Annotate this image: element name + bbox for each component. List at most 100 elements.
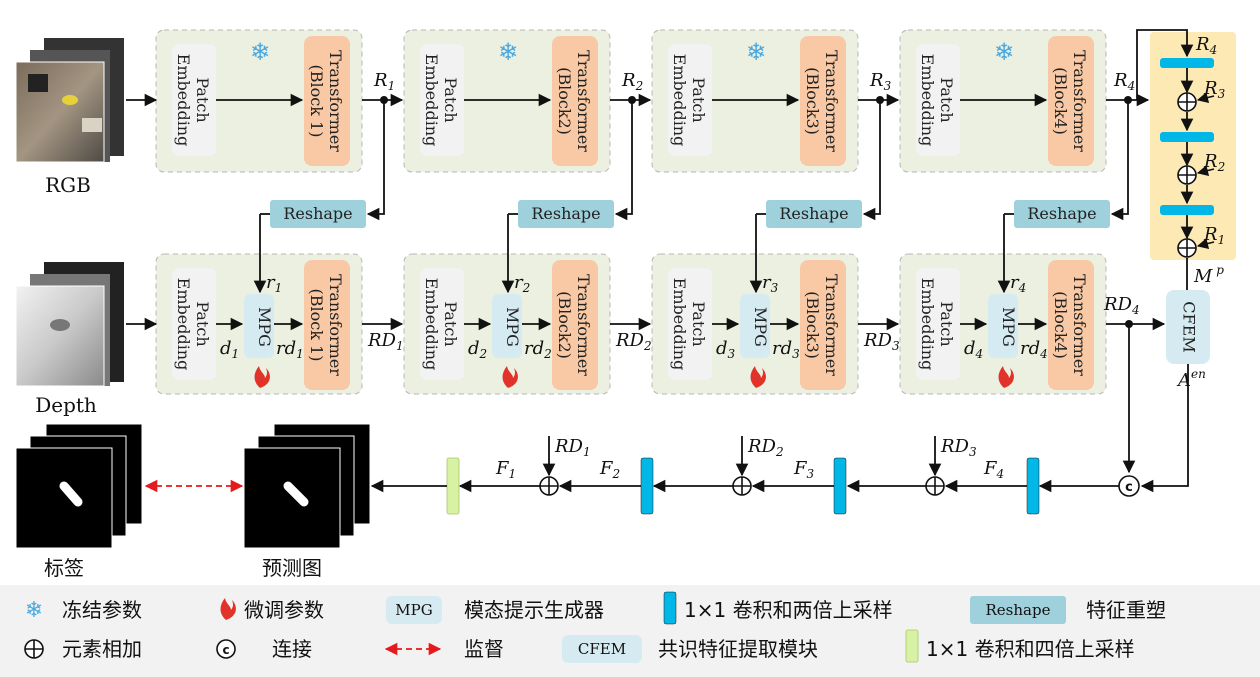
mpg-2 bbox=[492, 294, 522, 358]
rgb-patch-embedding-label-4: PatchEmbedding bbox=[918, 54, 956, 147]
depth-transformer-3 bbox=[800, 260, 846, 390]
concat-legend-icon: c bbox=[216, 639, 236, 659]
r-branch-4 bbox=[1110, 100, 1129, 221]
rgb-input-stack bbox=[15, 38, 124, 163]
reshape-label-3: Reshape bbox=[779, 204, 848, 223]
depth-transformer-1 bbox=[304, 260, 350, 390]
fusion-panel: R4 R3 R2 R1 M p bbox=[1150, 32, 1236, 314]
rgb-transformer-3 bbox=[800, 36, 846, 166]
label-rd3: rd3 bbox=[772, 338, 800, 361]
label-RD4: RD4 bbox=[1103, 294, 1140, 317]
legend-cfem-tag: CFEM bbox=[578, 640, 626, 658]
fusion-R3: R3 bbox=[1203, 78, 1226, 101]
depth-transformer-2 bbox=[552, 260, 598, 390]
depth-transformer-label-1: Transformer(Block 1) bbox=[307, 274, 345, 376]
rgb-transformer-4 bbox=[1048, 36, 1094, 166]
mpg-1 bbox=[244, 294, 274, 358]
ground-truth-stack bbox=[15, 423, 143, 549]
legend-mpg-tag: MPG bbox=[395, 601, 432, 619]
label-r2: r2 bbox=[514, 272, 530, 295]
add-icon bbox=[24, 639, 44, 659]
snowflake-icon: ❄ bbox=[498, 38, 518, 66]
rgb-patch-embedding-label-3: PatchEmbedding bbox=[670, 54, 708, 147]
depth-patch-embedding-3 bbox=[668, 268, 712, 380]
rgb-transformer-label-4: Transformer(Block4) bbox=[1051, 50, 1089, 152]
snowflake-icon: ❄ bbox=[250, 38, 270, 66]
dec-conv-2 bbox=[640, 457, 654, 515]
rgb-transformer-2 bbox=[552, 36, 598, 166]
label-F1: F1 bbox=[495, 458, 516, 481]
legend-conv2x: 1×1 卷积和两倍上采样 bbox=[684, 598, 893, 622]
dec-label-RD3: RD3 bbox=[940, 436, 977, 459]
rgb-patch-embedding-4 bbox=[916, 44, 960, 156]
snowflake-icon: ❄ bbox=[25, 598, 43, 623]
snowflake-icon: ❄ bbox=[994, 38, 1014, 66]
prediction-label: 预测图 bbox=[262, 556, 322, 580]
legend-cfem-desc: 共识特征提取模块 bbox=[658, 637, 818, 661]
legend-conv-green bbox=[905, 629, 919, 663]
fusion-R2: R2 bbox=[1203, 151, 1225, 174]
legend-supervise: 监督 bbox=[464, 637, 504, 661]
fire-icon bbox=[998, 366, 1014, 388]
label-r4: r4 bbox=[1010, 272, 1026, 295]
legend-add: 元素相加 bbox=[62, 637, 142, 661]
dec-conv-3 bbox=[833, 457, 847, 515]
label-R3: R3 bbox=[869, 70, 892, 93]
depth-input-stack bbox=[15, 262, 124, 387]
mpg-label-3: MPG bbox=[751, 307, 770, 347]
mpg-label-2: MPG bbox=[503, 307, 522, 347]
svg-text:c: c bbox=[222, 643, 229, 657]
legend-frozen: 冻结参数 bbox=[62, 598, 142, 622]
legend: ❄ 冻结参数 微调参数 MPG 模态提示生成器 1×1 卷积和两倍上采样 Res… bbox=[24, 591, 1166, 663]
depth-patch-embedding-label-2: PatchEmbedding bbox=[422, 278, 460, 371]
legend-conv-blue bbox=[663, 591, 677, 625]
mpg-3 bbox=[740, 294, 770, 358]
fire-icon bbox=[750, 366, 766, 388]
ground-truth-label: 标签 bbox=[44, 556, 84, 580]
dec-add-icon-3 bbox=[925, 476, 945, 496]
prediction-stack bbox=[243, 423, 371, 549]
fusion-conv-3 bbox=[1160, 205, 1214, 215]
fusion-add-icon-1 bbox=[1177, 92, 1197, 112]
r-branch-3 bbox=[862, 100, 881, 221]
depth-transformer-label-3: Transformer(Block3) bbox=[803, 274, 841, 376]
svg-text:c: c bbox=[1125, 480, 1133, 495]
label-r3: r3 bbox=[762, 272, 779, 295]
depth-patch-embedding-1 bbox=[172, 268, 216, 380]
label-d3: d3 bbox=[716, 338, 736, 361]
label-Aen: Aen bbox=[1176, 367, 1206, 391]
label-d2: d2 bbox=[468, 338, 487, 361]
legend-mpg-box bbox=[386, 596, 442, 624]
fire-icon bbox=[220, 598, 236, 620]
cfem-box bbox=[1166, 290, 1210, 364]
fusion-R1: R1 bbox=[1203, 224, 1225, 247]
depth-label: Depth bbox=[35, 393, 97, 417]
mpg-label-4: MPG bbox=[999, 307, 1018, 347]
rgb-label: RGB bbox=[45, 173, 91, 197]
reshape-label-4: Reshape bbox=[1027, 204, 1096, 223]
label-RD2: RD2 bbox=[615, 330, 652, 353]
fire-icon bbox=[502, 366, 518, 388]
reshape-4 bbox=[1014, 200, 1110, 228]
label-r1: r1 bbox=[266, 272, 282, 295]
label-F3: F3 bbox=[793, 458, 815, 481]
depth-patch-embedding-label-1: PatchEmbedding bbox=[174, 278, 212, 371]
rgb-patch-embedding-3 bbox=[668, 44, 712, 156]
legend-conv4x: 1×1 卷积和四倍上采样 bbox=[926, 637, 1135, 661]
legend-mpg-desc: 模态提示生成器 bbox=[464, 598, 604, 622]
fusion-R4: R4 bbox=[1195, 34, 1217, 57]
label-R4: R4 bbox=[1113, 70, 1135, 93]
rgb-transformer-label-2: Transformer(Block2) bbox=[555, 50, 593, 152]
rgb-patch-embedding-2 bbox=[420, 44, 464, 156]
legend-reshape-box bbox=[970, 596, 1066, 624]
dec-add-icon-2 bbox=[732, 476, 752, 496]
label-rd2: rd2 bbox=[524, 338, 552, 361]
depth-patch-embedding-label-4: PatchEmbedding bbox=[918, 278, 956, 371]
reshape-label-1: Reshape bbox=[283, 204, 352, 223]
fusion-conv-1 bbox=[1160, 58, 1214, 68]
label-R1: R1 bbox=[373, 70, 395, 93]
depth-transformer-label-4: Transformer(Block4) bbox=[1051, 274, 1089, 376]
